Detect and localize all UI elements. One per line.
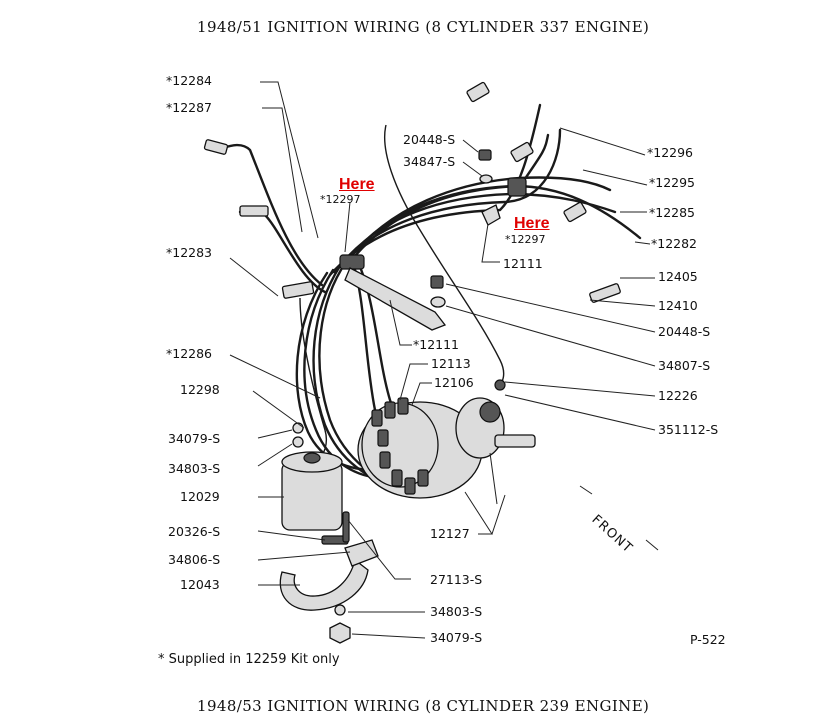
label-20326-s: 20326-S	[168, 524, 221, 539]
label-12043: 12043	[180, 577, 220, 592]
label-20448-s-top: 20448-S	[403, 132, 456, 147]
spark-plugs	[203, 81, 621, 303]
label-34079-s-top: 34079-S	[168, 431, 221, 446]
coil-lead-wire	[384, 124, 505, 386]
label-12226: 12226	[658, 388, 698, 403]
label-12297-left: *12297	[320, 193, 361, 206]
coil-mounting-bracket	[279, 511, 379, 611]
loom-clip	[481, 204, 501, 226]
label-12287: *12287	[166, 100, 213, 115]
label-12282: *12282	[651, 236, 698, 251]
label-12296: *12296	[647, 145, 694, 160]
label-34806-s: 34806-S	[168, 552, 221, 567]
label-12284: *12284	[166, 73, 213, 88]
label-12298: 12298	[180, 382, 220, 397]
label-12029: 12029	[180, 489, 220, 504]
fasteners	[292, 149, 506, 644]
diagram-title-bottom: 1948/53 IGNITION WIRING (8 CYLINDER 239 …	[197, 697, 650, 715]
label-34803-s-bottom: 34803-S	[430, 604, 483, 619]
label-34079-s-bottom: 34079-S	[430, 630, 483, 645]
wire-separator-bracket-right	[507, 177, 527, 197]
label-12106: 12106	[434, 375, 474, 390]
label-27113-s: 27113-S	[430, 572, 483, 587]
annotation-here-left: Here	[339, 176, 375, 193]
label-12405: 12405	[658, 269, 698, 284]
label-12297-right: *12297	[505, 233, 546, 246]
label-12113: 12113	[431, 356, 471, 371]
label-34807-s: 34807-S	[658, 358, 711, 373]
plate-number: P-522	[690, 632, 726, 647]
label-20448-s-right: 20448-S	[658, 324, 711, 339]
label-12295: *12295	[649, 175, 696, 190]
label-12286: *12286	[166, 346, 213, 361]
label-34803-s-left: 34803-S	[168, 461, 221, 476]
label-351112-s: 351112-S	[658, 422, 719, 437]
label-12127: 12127	[430, 526, 470, 541]
diagram-title-top: 1948/51 IGNITION WIRING (8 CYLINDER 337 …	[197, 18, 650, 36]
wire-separator-bracket	[339, 254, 365, 270]
wire-loom-bracket	[344, 267, 447, 331]
leader-lines	[229, 81, 659, 639]
label-12410: 12410	[658, 298, 698, 313]
distributor	[357, 397, 536, 499]
label-12111-lower: *12111	[413, 337, 460, 352]
label-12283: *12283	[166, 245, 213, 260]
label-34847-s: 34847-S	[403, 154, 456, 169]
label-12111-top: 12111	[503, 256, 543, 271]
kit-footnote: * Supplied in 12259 Kit only	[158, 652, 340, 667]
ignition-coil	[281, 451, 343, 531]
annotation-here-right: Here	[514, 215, 550, 232]
label-12285: *12285	[649, 205, 696, 220]
